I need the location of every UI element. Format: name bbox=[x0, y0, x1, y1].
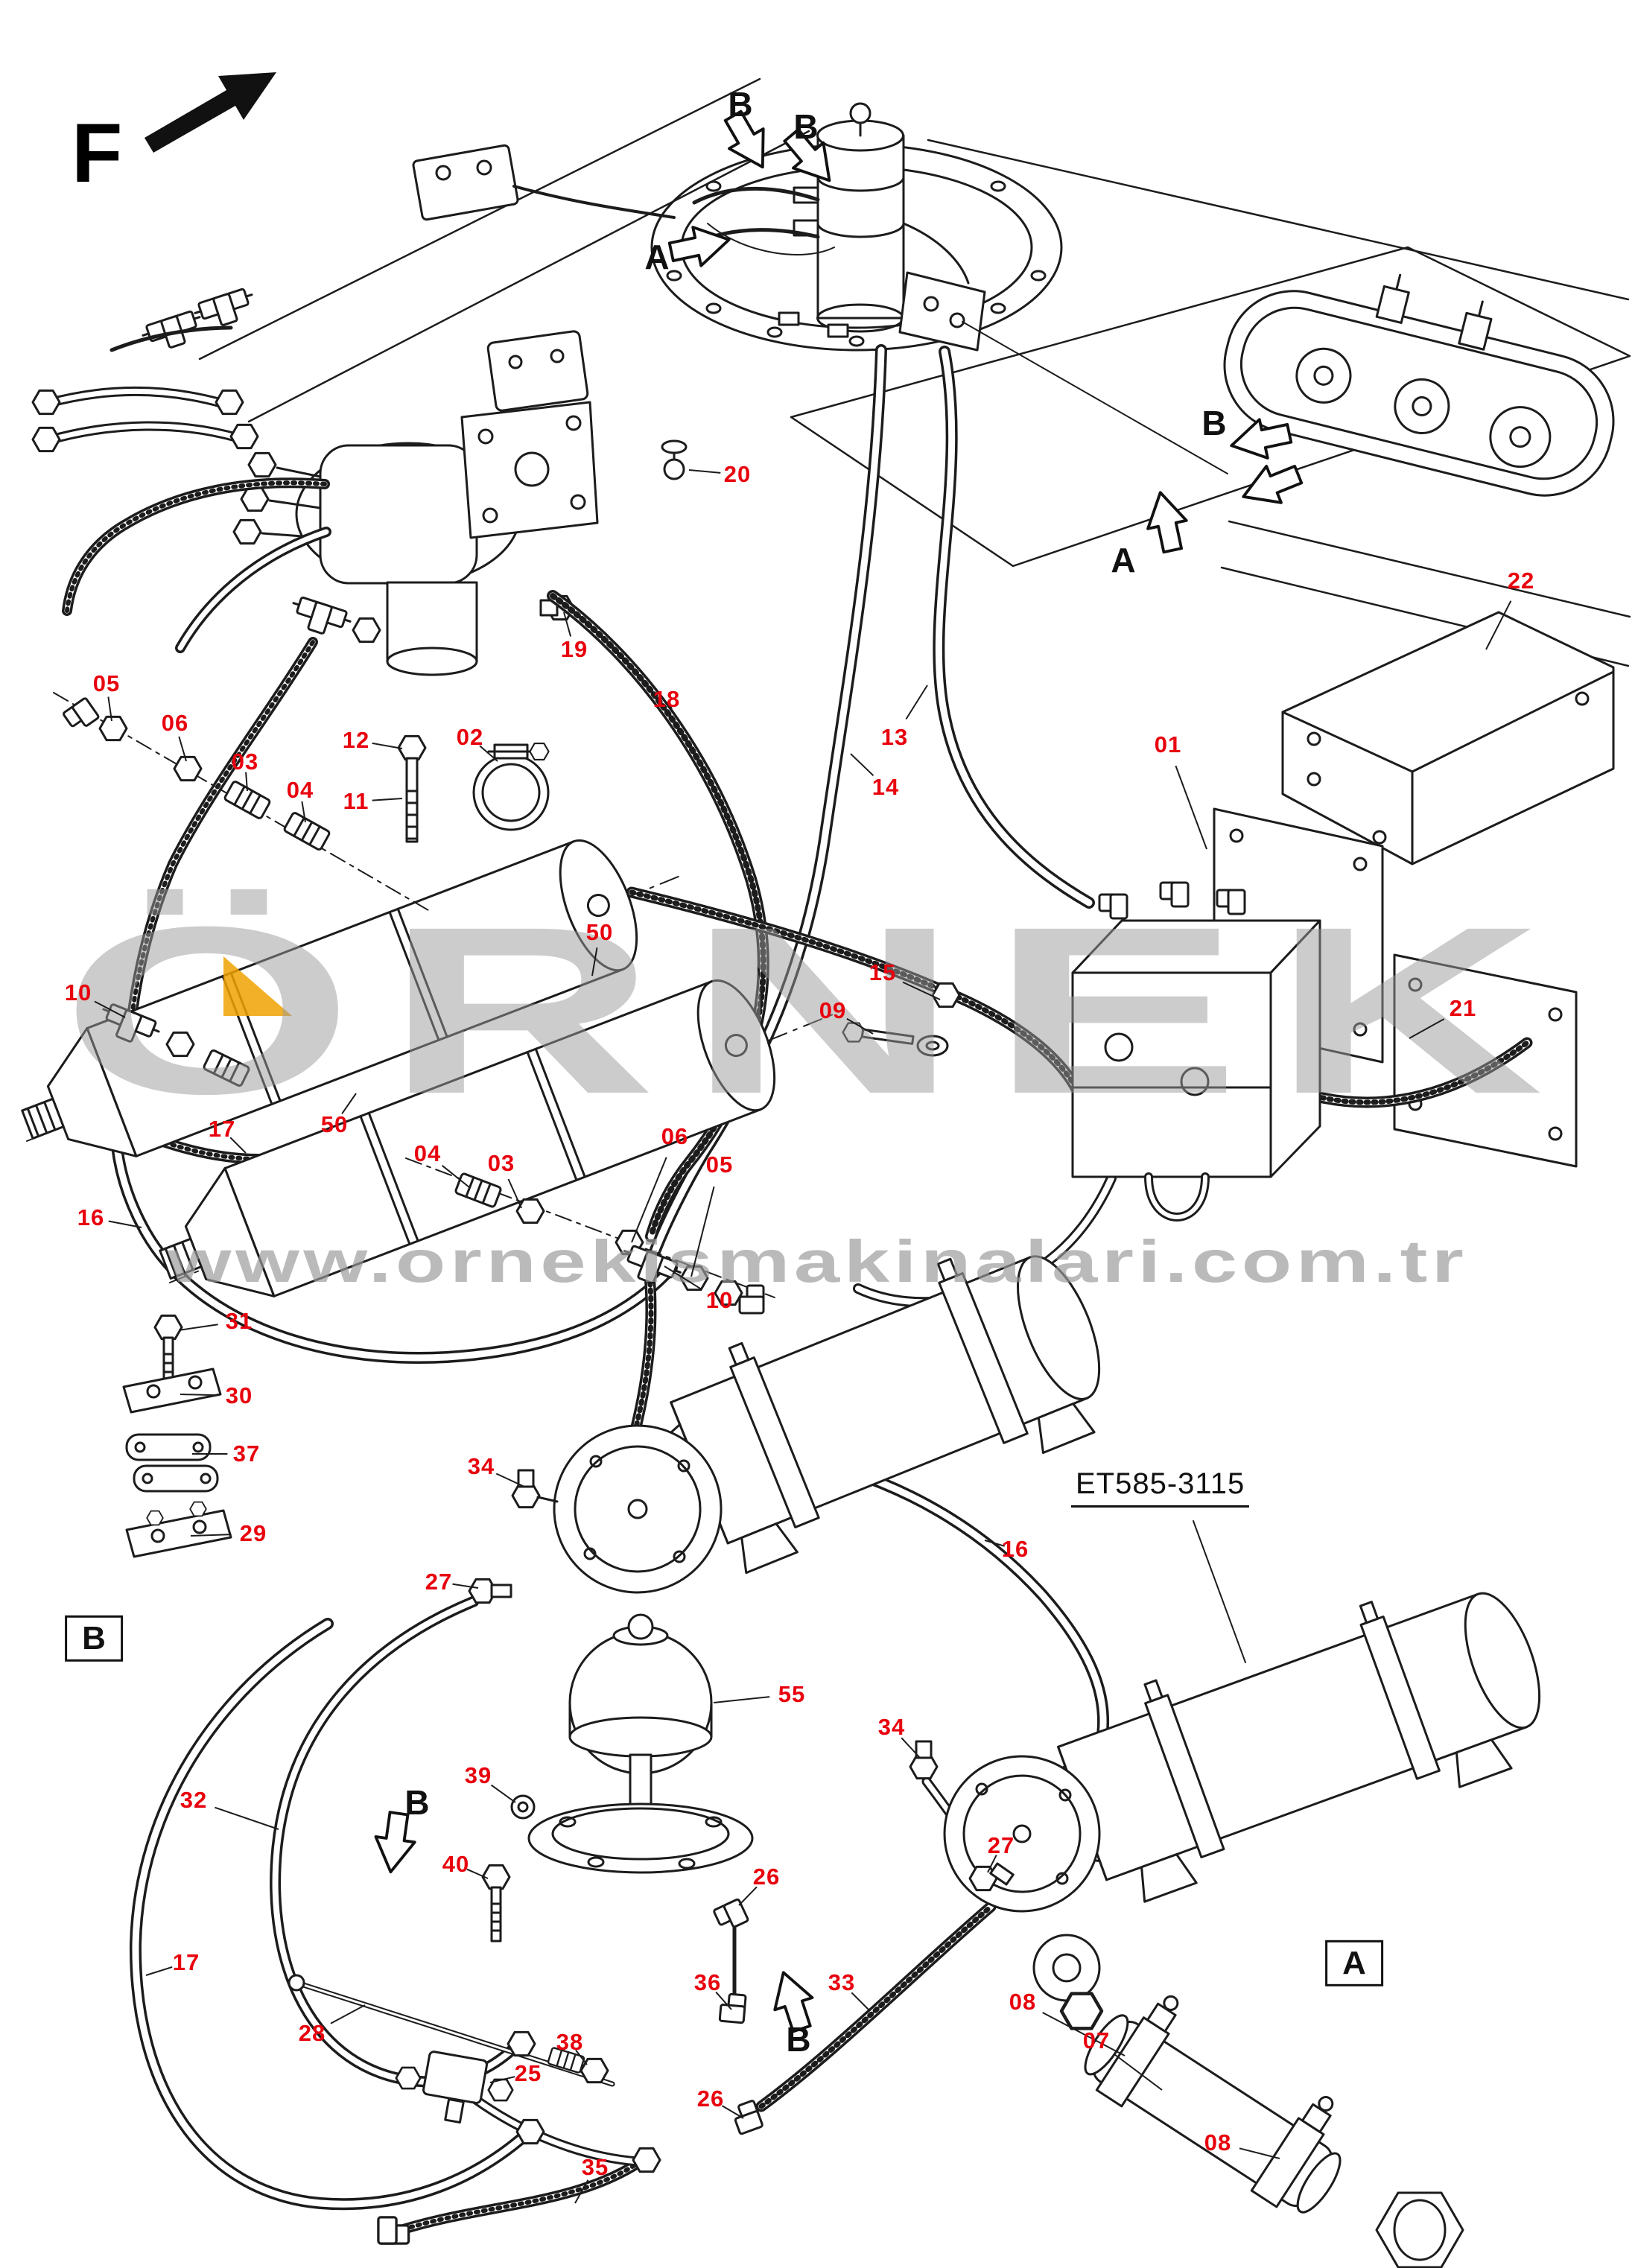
flange-fitting bbox=[1032, 1934, 1102, 2028]
bolt-and-band-clamp bbox=[397, 734, 550, 843]
breather-plug bbox=[661, 439, 688, 480]
watermark-brand: ÖRNEK bbox=[60, 877, 1575, 1143]
ref-code-leader bbox=[1193, 1520, 1246, 1663]
swing-circle-swivel-joint bbox=[412, 102, 1228, 474]
valve-block bbox=[1071, 881, 1321, 1222]
track-roller-assembly bbox=[1223, 273, 1615, 497]
direction-marker: F bbox=[72, 107, 123, 200]
cover-plate bbox=[1281, 611, 1615, 865]
clamp-hardware-left bbox=[122, 1315, 232, 1558]
part-reference-code: ET585-3115 bbox=[1071, 1467, 1250, 1508]
plug-cap bbox=[1375, 2191, 1464, 2268]
air-breather-valve bbox=[483, 1613, 754, 1941]
center-cylinder bbox=[636, 1255, 1101, 1575]
bottom-fitting-cluster bbox=[288, 1862, 1015, 2245]
watermark-url: www.ornekismakinalari.com.tr bbox=[167, 1228, 1468, 1295]
direction-f-arrow-icon bbox=[145, 72, 276, 153]
hose-clamp-assembly bbox=[1084, 1995, 1342, 2214]
hydraulic-motor-assembly bbox=[232, 330, 599, 676]
pump-drum bbox=[468, 1424, 723, 1604]
hose-bundle-top-left bbox=[31, 285, 259, 453]
watermark-accent bbox=[223, 956, 292, 1016]
et-cylinder bbox=[1029, 1592, 1541, 1903]
adapter-chain-upper bbox=[53, 692, 429, 911]
machine-frame-lines bbox=[198, 77, 1631, 667]
